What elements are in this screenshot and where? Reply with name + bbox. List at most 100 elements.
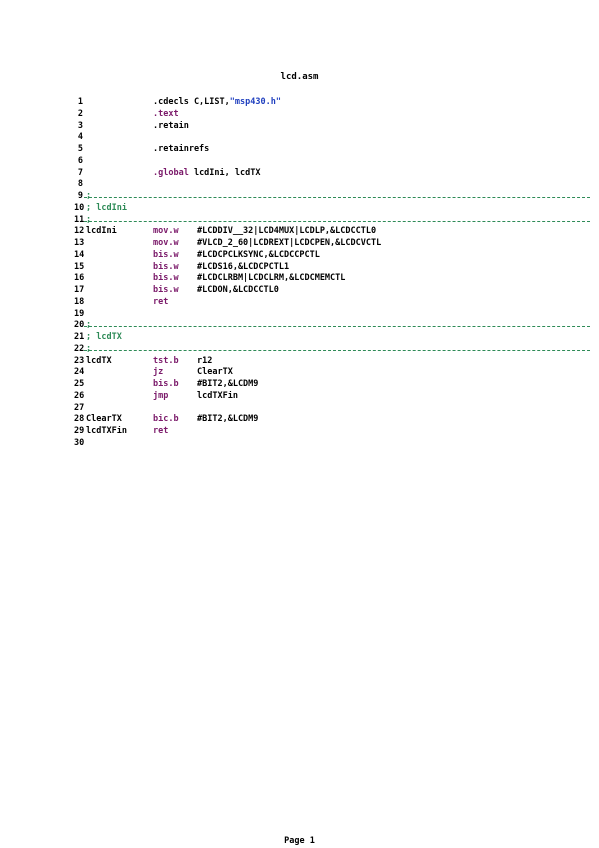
code-label: lcdIni	[86, 226, 117, 237]
code-line: 1 .cdecls C,LIST,"msp430.h"	[74, 97, 590, 109]
instruction-mnemonic: mov.w	[153, 226, 179, 237]
instruction-operands: #LCDCLRBM|LCDCLRM,&LCDCMEMCTL	[197, 273, 346, 284]
instruction-mnemonic: bis.b	[153, 379, 179, 389]
line-number: 7	[77, 167, 83, 178]
instruction-mnemonic: ret	[153, 426, 169, 436]
line-number: 10	[74, 202, 85, 213]
comment-text: ;	[86, 214, 92, 225]
line-number: 24	[74, 367, 85, 378]
code-listing: 1 .cdecls C,LIST,"msp430.h" 2 .text 3 .retain…	[74, 97, 590, 450]
code-label: ClearTX	[86, 414, 122, 425]
comment-separator	[84, 220, 590, 222]
comment-separator	[84, 326, 590, 328]
directive-keyword: .cdecls C,LIST,	[153, 97, 230, 107]
comment-text: ; lcdIni	[86, 202, 127, 213]
code-line: 27	[74, 403, 590, 415]
instruction-mnemonic: bis.w	[153, 273, 179, 284]
line-number: 20	[74, 320, 85, 331]
comment-text: ;	[86, 320, 92, 331]
line-number: 6	[77, 155, 83, 166]
comment-separator	[84, 197, 590, 198]
line-number: 4	[77, 132, 83, 143]
code-line: 19	[74, 309, 590, 321]
instruction-operands: lcdTXFin	[197, 390, 238, 401]
instruction-mnemonic: jz	[153, 367, 164, 378]
instruction-operands: ClearTX	[197, 367, 233, 378]
code-line: 26 jmp lcdTXFin	[74, 391, 590, 403]
instruction-operands: r12	[197, 355, 213, 366]
instruction-mnemonic: bis.w	[153, 285, 179, 295]
line-number: 15	[74, 261, 85, 272]
code-line: 13 mov.w #VLCD_2_60|LCDREXT|LCDCPEN,&LCDCV…	[74, 238, 590, 250]
instruction-mnemonic: mov.w	[153, 238, 179, 248]
comment-text: ;	[86, 343, 92, 354]
assembler-directive: .global lcdIni, lcdTX	[153, 168, 260, 180]
line-number: 2	[77, 108, 83, 119]
line-number: 19	[74, 308, 85, 319]
code-line: 3 .retain	[74, 121, 590, 133]
code-line: 18 ret	[74, 297, 590, 309]
instruction-mnemonic: bis.w	[153, 261, 179, 272]
code-line: 11;	[74, 215, 590, 227]
line-number: 18	[74, 296, 85, 307]
comment-separator	[84, 349, 590, 351]
instruction-operands: #VLCD_2_60|LCDREXT|LCDCPEN,&LCDCVCTL	[197, 238, 382, 248]
line-number: 5	[77, 144, 83, 154]
line-number: 28	[74, 414, 85, 425]
document-title: lcd.asm	[280, 72, 319, 82]
line-number: 8	[77, 179, 83, 190]
line-number: 26	[74, 390, 85, 401]
assembler-directive: .retainrefs	[153, 144, 209, 156]
code-line: 16 bis.w #LCDCLRBM|LCDCLRM,&LCDCMEMCTL	[74, 273, 590, 285]
instruction-mnemonic: tst.b	[153, 355, 179, 366]
instruction-operands: #LCDS16,&LCDCPCTL1	[197, 261, 290, 272]
line-number: 23	[74, 355, 85, 366]
line-number: 13	[74, 238, 85, 248]
instruction-operands: #LCDDIV__32|LCD4MUX|LCDLP,&LCDCCTL0	[197, 226, 377, 237]
code-label: lcdTX	[86, 355, 112, 366]
line-number: 11	[74, 214, 85, 225]
instruction-mnemonic: bis.w	[153, 249, 179, 260]
code-line: 22;	[74, 344, 590, 356]
directive-keyword: .retain	[153, 120, 189, 131]
line-number: 14	[74, 249, 85, 260]
instruction-operands: #LCDON,&LCDCCTL0	[197, 285, 279, 295]
string-literal: "msp430.h"	[229, 97, 281, 107]
line-number: 29	[74, 426, 85, 436]
directive-keyword: .text	[153, 108, 179, 119]
line-number: 16	[74, 273, 85, 284]
line-number: 12	[74, 226, 85, 237]
instruction-mnemonic: jmp	[153, 390, 169, 401]
page-footer: Page 1	[284, 836, 315, 846]
code-line: 24 jz ClearTX	[74, 367, 590, 379]
line-number: 17	[74, 285, 85, 295]
assembler-directive: .text	[153, 109, 179, 121]
code-line: 6	[74, 156, 590, 168]
code-line: 9;	[74, 191, 590, 203]
code-line: 8	[74, 179, 590, 191]
line-number: 21	[74, 332, 85, 342]
directive-keyword: .retainrefs	[153, 144, 210, 154]
line-number: 22	[74, 343, 85, 354]
code-line: 20;	[74, 320, 590, 332]
instruction-mnemonic: ret	[153, 296, 169, 307]
assembler-directive: .retain	[153, 121, 189, 133]
line-number: 30	[74, 437, 85, 448]
code-line: 7 .global lcdIni, lcdTX	[74, 168, 590, 180]
line-number: 1	[77, 97, 83, 107]
code-line: 17 bis.w #LCDON,&LCDCCTL0	[74, 285, 590, 297]
line-number: 3	[77, 120, 83, 131]
comment-text: ; lcdTX	[86, 332, 122, 342]
line-number: 9	[77, 191, 83, 201]
code-line: 21; lcdTX	[74, 332, 590, 344]
code-line: 10; lcdIni	[74, 203, 590, 215]
instruction-operands: #BIT2,&LCDM9	[197, 414, 259, 425]
directive-args: lcdIni, lcdTX	[188, 167, 261, 178]
line-number: 27	[74, 402, 85, 413]
